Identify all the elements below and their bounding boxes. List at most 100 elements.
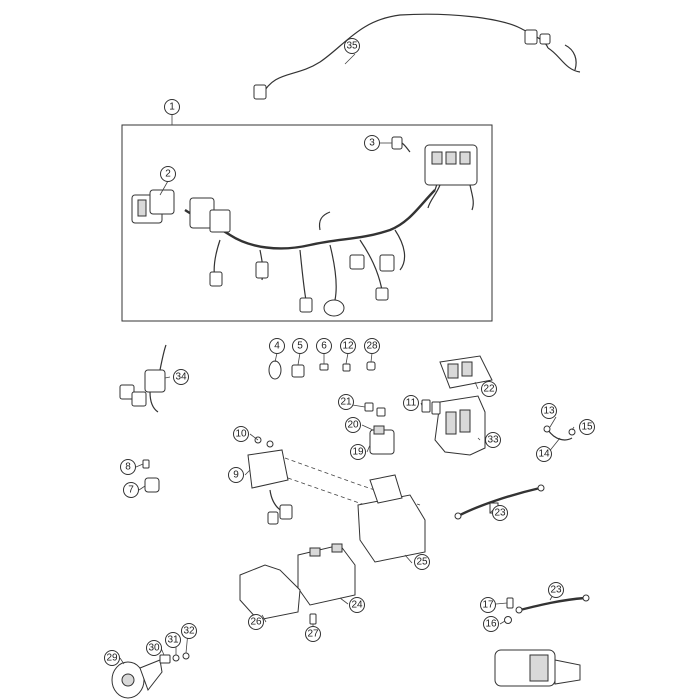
callout-8: 8 xyxy=(120,459,136,475)
svg-text:20: 20 xyxy=(347,420,359,431)
svg-text:34: 34 xyxy=(175,372,187,383)
svg-text:15: 15 xyxy=(581,422,593,433)
svg-text:22: 22 xyxy=(483,384,495,395)
svg-text:35: 35 xyxy=(346,41,358,52)
callout-16: 16 xyxy=(483,616,499,632)
part-13-cable xyxy=(543,425,576,441)
callout-10: 10 xyxy=(233,426,249,442)
svg-text:13: 13 xyxy=(543,406,555,417)
callout-bubbles: 1 2 3 4 5 6 7 8 9 10 11 12 13 14 15 16 1… xyxy=(104,38,595,666)
callout-12: 12 xyxy=(340,338,356,354)
callout-24: 24 xyxy=(349,597,365,613)
wiring-harness-icon xyxy=(184,144,478,317)
svg-text:29: 29 xyxy=(106,653,118,664)
callout-22: 22 xyxy=(481,381,497,397)
main-harness-frame xyxy=(121,124,493,322)
part-31-washer xyxy=(172,654,180,662)
horn-icon xyxy=(111,659,163,699)
part-9-battery-holder xyxy=(247,449,426,526)
part-19-relay xyxy=(369,425,395,455)
callout-30: 30 xyxy=(146,640,162,656)
callout-7: 7 xyxy=(123,482,139,498)
part-32-nut xyxy=(182,652,190,660)
part-25-battery-box xyxy=(357,474,426,563)
svg-text:1: 1 xyxy=(169,102,175,113)
part-11-fuse xyxy=(421,399,441,415)
svg-text:28: 28 xyxy=(366,341,378,352)
callout-34: 34 xyxy=(173,369,189,385)
svg-text:17: 17 xyxy=(482,600,494,611)
svg-text:26: 26 xyxy=(250,617,262,628)
svg-text:9: 9 xyxy=(233,470,239,481)
starter-motor-icon xyxy=(494,649,581,687)
callout-19: 19 xyxy=(350,444,366,460)
callout-11: 11 xyxy=(403,395,419,411)
part-35-wire xyxy=(253,13,581,100)
callout-29: 29 xyxy=(104,650,120,666)
callout-25: 25 xyxy=(414,554,430,570)
callout-20: 20 xyxy=(345,417,361,433)
svg-text:10: 10 xyxy=(235,429,247,440)
part-10-screws xyxy=(254,436,274,448)
svg-text:31: 31 xyxy=(167,635,179,646)
svg-text:25: 25 xyxy=(416,557,428,568)
svg-text:12: 12 xyxy=(342,341,354,352)
battery-icon xyxy=(297,543,356,606)
part-17-bolt xyxy=(506,597,514,609)
svg-text:33: 33 xyxy=(487,435,499,446)
callout-15: 15 xyxy=(579,419,595,435)
callout-4: 4 xyxy=(269,338,285,354)
callout-27: 27 xyxy=(305,626,321,642)
callout-2: 2 xyxy=(160,166,176,182)
callout-23-upper: 23 xyxy=(492,505,508,521)
part-30-bracket xyxy=(159,654,171,664)
svg-text:23: 23 xyxy=(494,508,506,519)
callout-26: 26 xyxy=(248,614,264,630)
callout-5: 5 xyxy=(292,338,308,354)
svg-text:5: 5 xyxy=(297,341,303,352)
svg-text:2: 2 xyxy=(165,169,171,180)
callout-33: 33 xyxy=(485,432,501,448)
callout-9: 9 xyxy=(228,467,244,483)
svg-text:24: 24 xyxy=(351,600,363,611)
callout-35: 35 xyxy=(344,38,360,54)
svg-text:21: 21 xyxy=(340,397,352,408)
callout-21: 21 xyxy=(338,394,354,410)
svg-text:19: 19 xyxy=(352,447,364,458)
svg-text:16: 16 xyxy=(485,619,497,630)
part-27-screw xyxy=(309,613,317,625)
callout-14: 14 xyxy=(536,446,552,462)
svg-text:7: 7 xyxy=(128,485,134,496)
callout-13: 13 xyxy=(541,403,557,419)
small-parts-row xyxy=(268,360,376,380)
part-33-fuse-box xyxy=(434,395,486,456)
part-16-nut xyxy=(504,616,512,624)
svg-text:6: 6 xyxy=(321,341,327,352)
svg-text:8: 8 xyxy=(125,462,131,473)
part-3-connector xyxy=(391,136,411,153)
part-2-bracket xyxy=(131,189,175,224)
callout-17: 17 xyxy=(480,597,496,613)
svg-text:4: 4 xyxy=(274,341,280,352)
svg-text:3: 3 xyxy=(369,138,375,149)
part-34-harness xyxy=(119,344,167,413)
callout-32: 32 xyxy=(181,623,197,639)
callout-31: 31 xyxy=(165,632,181,648)
callout-23-lower: 23 xyxy=(548,582,564,598)
callout-3: 3 xyxy=(364,135,380,151)
svg-text:11: 11 xyxy=(406,398,417,409)
part-7-sensor xyxy=(142,459,160,493)
svg-text:30: 30 xyxy=(148,643,160,654)
svg-text:27: 27 xyxy=(307,629,319,640)
part-21-nut xyxy=(364,402,386,417)
svg-text:14: 14 xyxy=(538,449,550,460)
part-23-cable-lower xyxy=(515,594,590,614)
part-22-fuse-cover xyxy=(439,355,493,389)
svg-text:23: 23 xyxy=(550,585,562,596)
callout-1: 1 xyxy=(164,99,180,115)
part-26-cover xyxy=(239,564,301,621)
callout-28: 28 xyxy=(364,338,380,354)
svg-text:32: 32 xyxy=(183,626,195,637)
callout-6: 6 xyxy=(316,338,332,354)
